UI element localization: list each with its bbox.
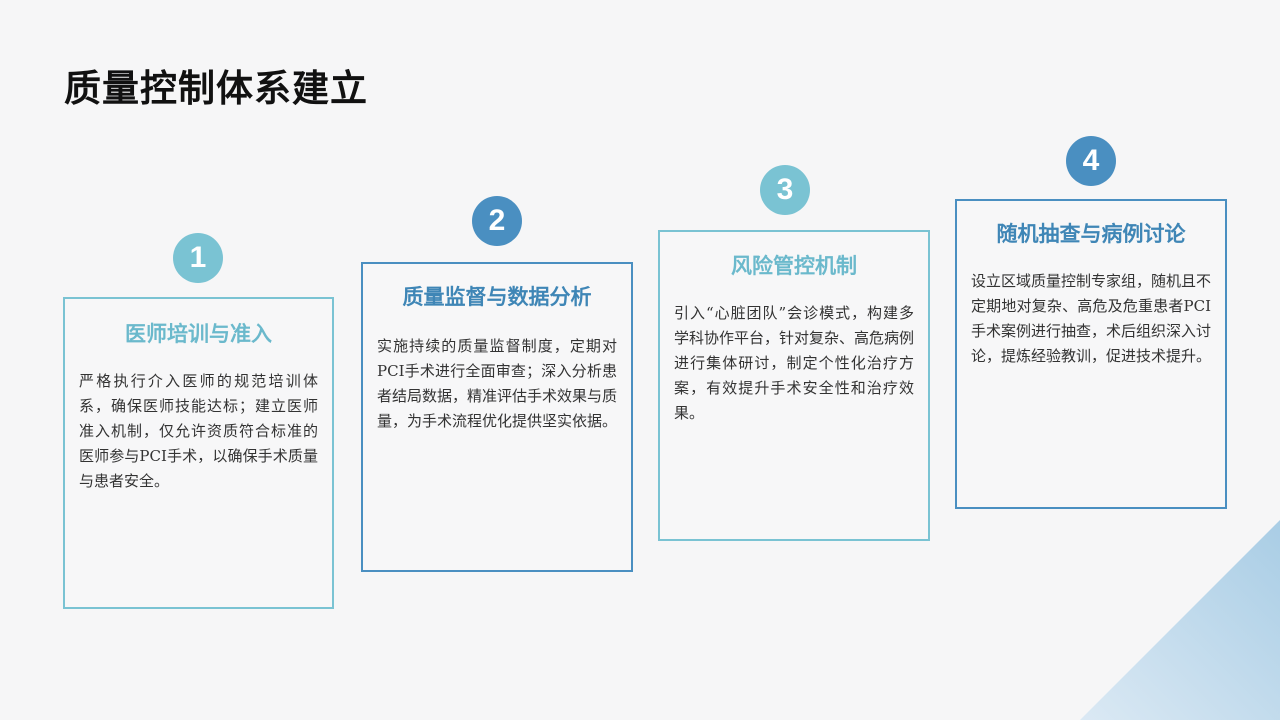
step-1-title: 医师培训与准入 [125,323,272,346]
step-1-card: 医师培训与准入 严格执行介入医师的规范培训体系，确保医师技能达标；建立医师准入机… [63,297,334,609]
step-3-body: 引入“心脏团队”会诊模式，构建多学科协作平台，针对复杂、高危病例进行集体研讨，制… [674,304,915,422]
step-4-title: 随机抽查与病例讨论 [996,223,1186,246]
step-1-body: 严格执行介入医师的规范培训体系，确保医师技能达标；建立医师准入机制，仅允许资质符… [79,372,318,490]
step-4-number-badge: 4 [1066,136,1116,186]
step-2-title: 质量监督与数据分析 [402,286,592,309]
corner-gradient-decoration [1080,520,1280,720]
step-2-body: 实施持续的质量监督制度，定期对PCI手术进行全面审查；深入分析患者结局数据，精准… [377,337,618,430]
step-1-number-badge: 1 [173,233,223,283]
step-3-number-badge: 3 [760,165,810,215]
page-title: 质量控制体系建立 [64,68,368,109]
step-4-card: 随机抽查与病例讨论 设立区域质量控制专家组，随机且不定期地对复杂、高危及危重患者… [955,199,1227,509]
step-3-card: 风险管控机制 引入“心脏团队”会诊模式，构建多学科协作平台，针对复杂、高危病例进… [658,230,930,541]
step-4-body: 设立区域质量控制专家组，随机且不定期地对复杂、高危及危重患者PCI手术案例进行抽… [971,272,1212,365]
step-3-title: 风险管控机制 [731,255,857,278]
step-2-number-badge: 2 [472,196,522,246]
step-2-card: 质量监督与数据分析 实施持续的质量监督制度，定期对PCI手术进行全面审查；深入分… [361,262,633,572]
